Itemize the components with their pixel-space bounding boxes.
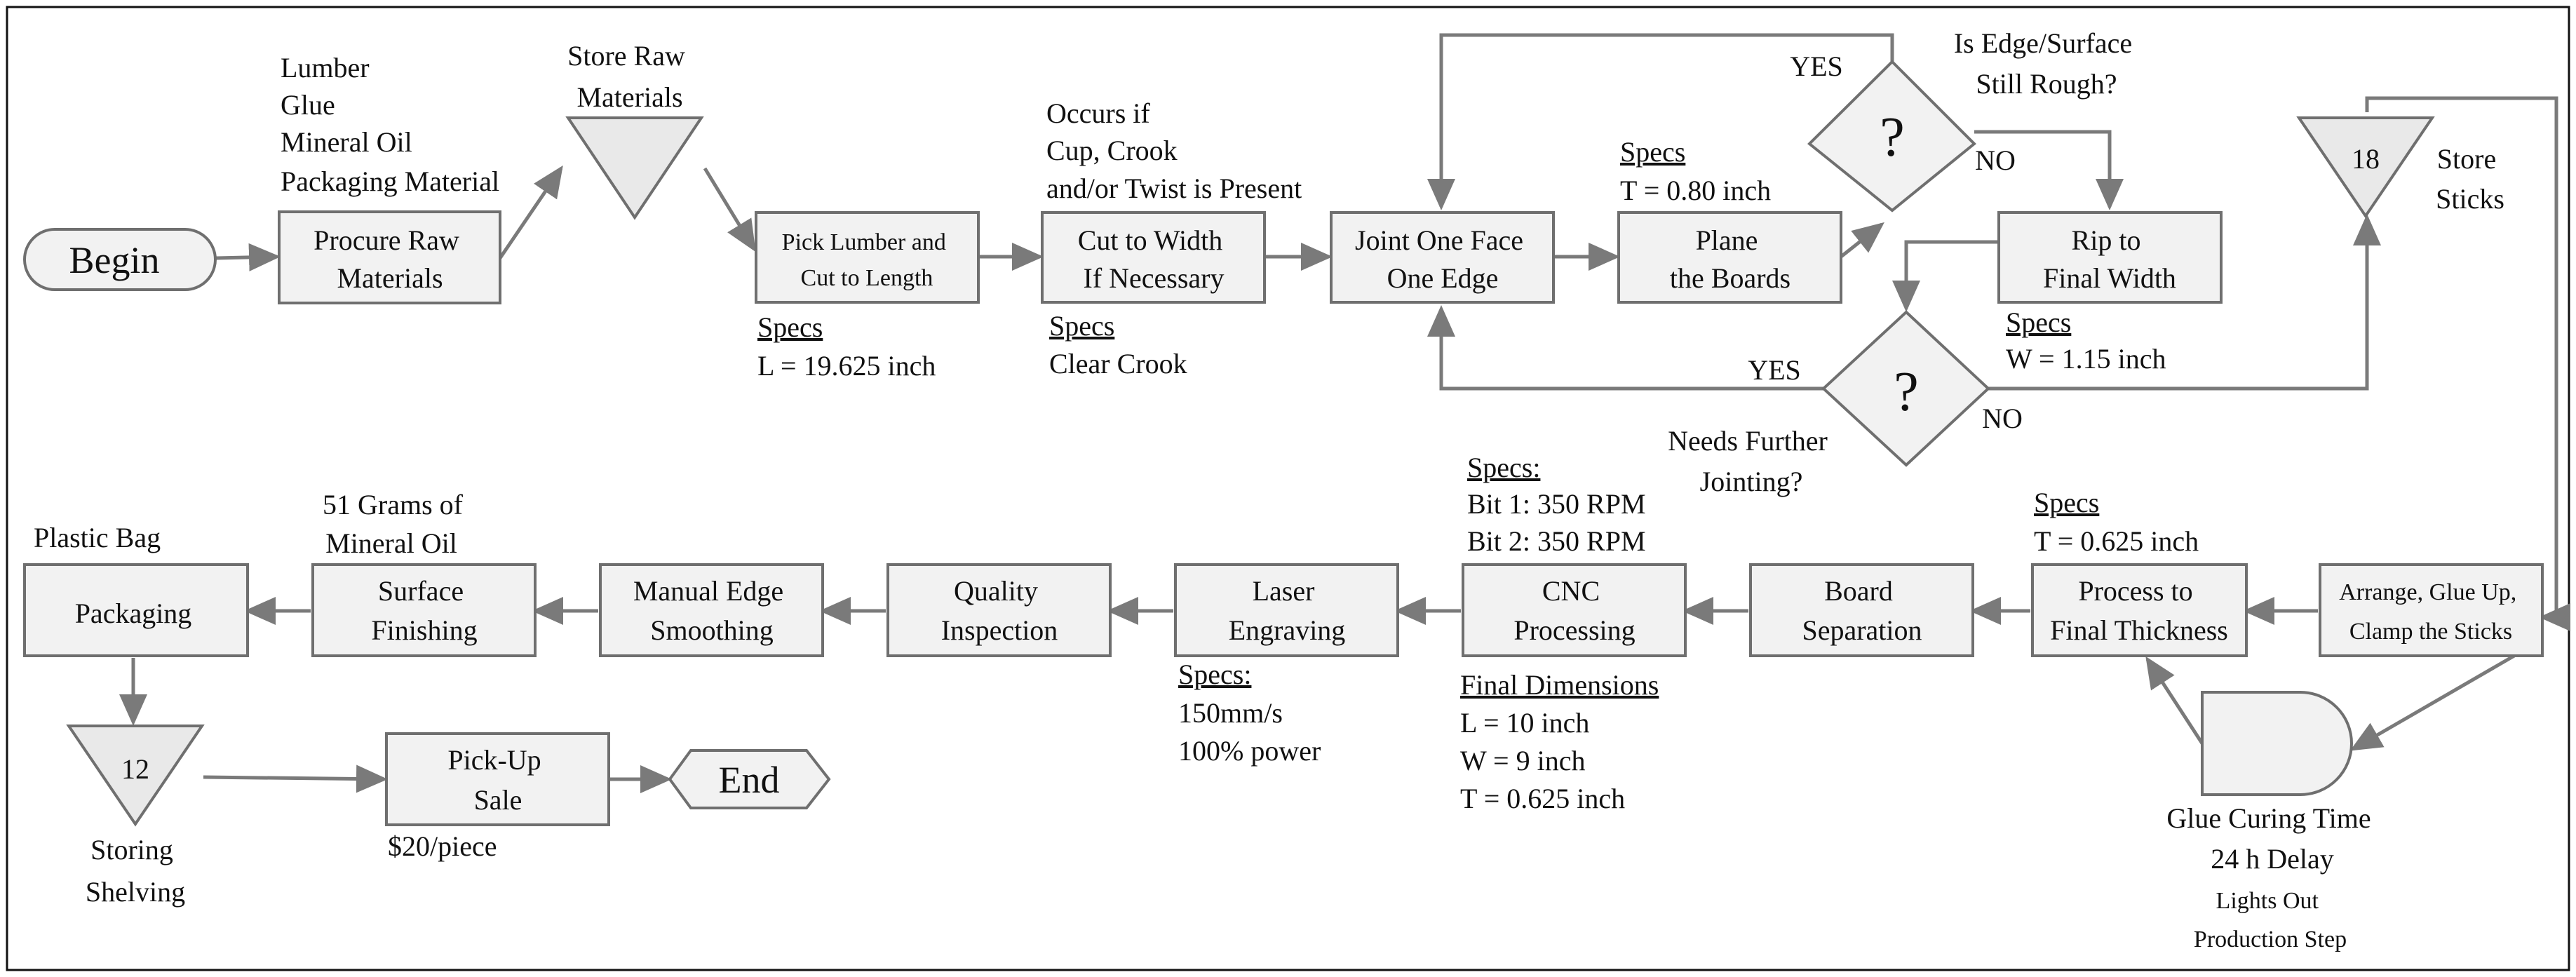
pick-lumber-box xyxy=(755,211,980,304)
arrow-glue-thickness xyxy=(2145,656,2204,745)
plane-specs-value: T = 0.80 inch xyxy=(1620,175,1771,206)
plane-specs-title: Specs xyxy=(1620,136,1685,168)
process-thickness-label: Process to Final Thickness xyxy=(2050,575,2228,646)
quality-box xyxy=(886,563,1112,657)
end-terminal xyxy=(668,749,831,809)
store-raw-triangle xyxy=(565,116,704,220)
procure-box xyxy=(278,210,501,304)
arrow-arrange-glue xyxy=(2349,654,2516,751)
joint-no-label: NO xyxy=(1982,403,2023,434)
arrange-box xyxy=(2319,563,2544,657)
rip-specs-title: Specs xyxy=(2006,306,2071,338)
board-separation-label: Board Separation xyxy=(1802,575,1922,646)
bag-note: Plastic Bag xyxy=(34,522,161,553)
thickness-specs-value: T = 0.625 inch xyxy=(2034,525,2199,557)
cut-width-box xyxy=(1041,211,1266,304)
decision-rough-diamond xyxy=(1807,60,1976,213)
store-sticks-count: 18 xyxy=(2352,143,2380,175)
store-sticks-triangle xyxy=(2296,116,2435,219)
glue-curing-delay xyxy=(2201,691,2353,796)
storing-label: Storing Shelving xyxy=(86,834,185,908)
thickness-specs-title: Specs xyxy=(2034,487,2099,518)
decision-joint-mark: ? xyxy=(1894,361,1919,423)
pickup-sale-label: Pick-Up Sale xyxy=(447,744,548,816)
decision-rough-mark: ? xyxy=(1880,107,1905,168)
rip-label: Rip to Final Width xyxy=(2043,224,2176,294)
cnc-specs-title: Specs: xyxy=(1467,452,1540,483)
joint-label: Joint One Face One Edge xyxy=(1355,224,1530,294)
rip-box xyxy=(1997,211,2223,304)
joint-box xyxy=(1330,211,1555,304)
quality-label: Quality Inspection xyxy=(941,575,1058,646)
laser-box xyxy=(1174,563,1399,657)
arrow-begin-procure xyxy=(215,243,281,271)
rip-specs-value: W = 1.15 inch xyxy=(2006,343,2166,375)
manual-edge-box xyxy=(599,563,824,657)
packaging-box xyxy=(23,563,249,657)
lights-out-label: Lights Out Production Step xyxy=(2194,888,2347,952)
materials-list: Lumber Glue Mineral Oil Packaging Materi… xyxy=(281,52,499,197)
pick-specs-value: L = 19.625 inch xyxy=(757,350,936,382)
manual-edge-label: Manual Edge Smoothing xyxy=(633,575,790,646)
arrow-store-arrange xyxy=(2365,96,2570,631)
arrow-store-pick xyxy=(703,167,756,252)
begin-label: Begin xyxy=(69,239,160,281)
cut-specs-value: Clear Crook xyxy=(1049,348,1187,379)
end-label: End xyxy=(719,759,780,801)
packaging-label: Packaging xyxy=(75,598,192,629)
arrow-joint-no xyxy=(1988,214,2381,391)
arrow-storing-pickup xyxy=(203,764,388,793)
joint-yes-label: YES xyxy=(1748,354,1801,386)
cnc-dims-values: L = 10 inch W = 9 inch T = 0.625 inch xyxy=(1460,707,1625,814)
storing-triangle xyxy=(66,725,205,827)
arrow-procure-store xyxy=(498,165,563,260)
pick-specs-title: Specs xyxy=(757,311,823,343)
laser-specs-title: Specs: xyxy=(1178,659,1251,690)
connectors xyxy=(119,33,2570,793)
procure-label: Procure Raw Materials xyxy=(313,224,466,294)
laser-specs-values: 150mm/s 100% power xyxy=(1178,697,1321,767)
cnc-dims-title: Final Dimensions xyxy=(1460,669,1659,701)
process-thickness-box xyxy=(2031,563,2248,657)
store-raw-label: Store Raw Materials xyxy=(567,40,692,113)
decision-joint-diamond xyxy=(1821,310,1990,467)
arrange-label: Arrange, Glue Up, Clamp the Sticks xyxy=(2339,579,2523,645)
store-sticks-label: Store Sticks xyxy=(2436,143,2504,215)
rough-no-label: NO xyxy=(1975,144,2016,176)
arrow-plane-decision xyxy=(1840,222,1884,258)
glue-curing-label: Glue Curing Time 24 h Delay xyxy=(2166,802,2378,875)
board-separation-box xyxy=(1749,563,1974,657)
cut-width-label: Cut to Width If Necessary xyxy=(1078,224,1230,294)
laser-label: Laser Engraving xyxy=(1229,575,1346,646)
pick-lumber-label: Pick Lumber and Cut to Length xyxy=(782,229,952,291)
storing-count: 12 xyxy=(121,753,149,785)
plane-label: Plane the Boards xyxy=(1670,224,1791,294)
pickup-sale-box xyxy=(385,732,610,826)
surface-box xyxy=(311,563,537,657)
cnc-label: CNC Processing xyxy=(1513,575,1635,646)
arrow-rip-decision xyxy=(1892,240,1999,312)
diagram-border xyxy=(6,6,2570,971)
rough-yes-label: YES xyxy=(1790,50,1843,82)
cut-specs-title: Specs xyxy=(1049,310,1114,342)
plane-box xyxy=(1617,211,1842,304)
begin-terminal xyxy=(23,228,217,291)
decision-rough-question: Is Edge/Surface Still Rough? xyxy=(1954,27,2139,100)
decision-joint-question: Needs Further Jointing? xyxy=(1668,425,1835,497)
oil-amount-note: 51 Grams of Mineral Oil xyxy=(323,489,470,559)
arrow-rough-no xyxy=(1974,130,2124,210)
cnc-specs-values: Bit 1: 350 RPM Bit 2: 350 RPM xyxy=(1467,488,1653,557)
price-note: $20/piece xyxy=(388,830,497,862)
arrow-joint-yes xyxy=(1427,305,1823,391)
arrow-rough-yes xyxy=(1427,33,1894,210)
cnc-box xyxy=(1462,563,1687,657)
surface-label: Surface Finishing xyxy=(371,575,477,646)
cut-condition-note: Occurs if Cup, Crook and/or Twist is Pre… xyxy=(1046,97,1302,204)
